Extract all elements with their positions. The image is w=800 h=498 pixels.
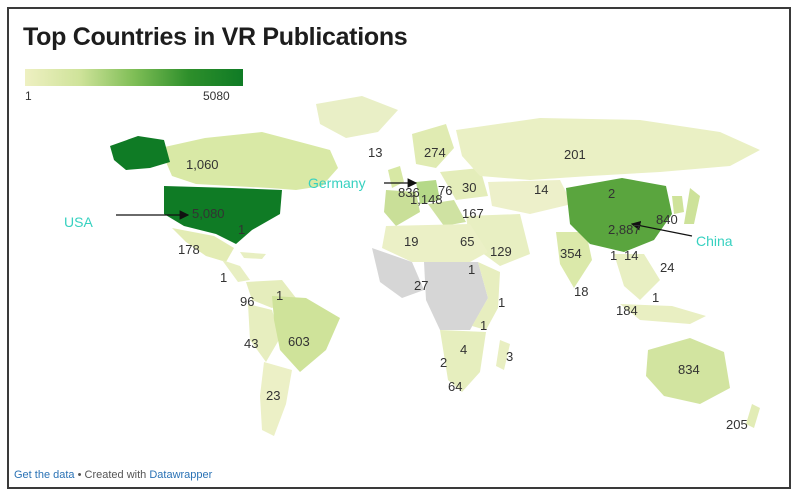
- value-label: 840: [656, 212, 678, 227]
- value-label: 1,060: [186, 157, 219, 172]
- legend-min-label: 1: [25, 89, 32, 103]
- country-japan[interactable]: [684, 188, 700, 224]
- value-label: 76: [438, 183, 452, 198]
- value-label: 1: [498, 295, 505, 310]
- legend-max-label: 5080: [203, 89, 230, 103]
- get-the-data-link[interactable]: Get the data: [14, 469, 75, 481]
- value-label: 1: [610, 248, 617, 263]
- country-west-africa[interactable]: [372, 248, 424, 298]
- value-label: 1: [276, 288, 283, 303]
- value-label: 19: [404, 234, 418, 249]
- map-title: Top Countries in VR Publications: [23, 23, 408, 51]
- country-cuba[interactable]: [240, 252, 266, 259]
- country-kazakhstan-central-asia[interactable]: [488, 180, 572, 214]
- value-label: 201: [564, 147, 586, 162]
- value-label: 129: [490, 244, 512, 259]
- country-brazil[interactable]: [272, 296, 340, 372]
- value-label: 834: [678, 362, 700, 377]
- value-label: 178: [178, 242, 200, 257]
- country-france-iberia[interactable]: [384, 190, 420, 226]
- callout-arrows: [116, 178, 693, 237]
- value-label: 14: [534, 182, 548, 197]
- value-label: 1: [652, 290, 659, 305]
- country-north-africa[interactable]: [382, 224, 488, 262]
- country-korea[interactable]: [672, 196, 684, 214]
- country-southern-africa[interactable]: [440, 330, 486, 392]
- value-label: 1: [238, 222, 245, 237]
- footer: Get the data • Created with Datawrapper: [14, 469, 212, 481]
- value-label: 14: [624, 248, 638, 263]
- country-southeast-asia[interactable]: [614, 254, 660, 300]
- value-label: 64: [448, 379, 462, 394]
- callout-china: China: [696, 233, 733, 249]
- country-scandinavia[interactable]: [412, 124, 454, 168]
- country-middle-east[interactable]: [466, 214, 530, 266]
- value-label: 1,148: [410, 192, 443, 207]
- footer-separator-text: • Created with: [74, 469, 150, 481]
- value-label: 1: [220, 270, 227, 285]
- value-label: 2: [608, 186, 615, 201]
- country-central-america[interactable]: [222, 260, 250, 282]
- china-callout-arrow: [630, 220, 693, 237]
- value-label: 167: [462, 206, 484, 221]
- country-usa[interactable]: [164, 186, 282, 244]
- country-east-africa[interactable]: [472, 262, 500, 330]
- value-label: 5,080: [192, 206, 225, 221]
- value-labels: 13 274 201 1,060 836 76 1,148 30 14 2 5,…: [178, 145, 748, 432]
- datawrapper-link[interactable]: Datawrapper: [149, 469, 213, 481]
- value-label: 65: [460, 234, 474, 249]
- country-italy-balkans[interactable]: [428, 200, 466, 226]
- legend-gradient-bar: [25, 69, 243, 86]
- country-central-africa[interactable]: [424, 262, 488, 330]
- value-label: 1: [468, 262, 475, 277]
- value-label: 27: [414, 278, 428, 293]
- country-shapes: [110, 96, 760, 436]
- callout-labels: USA Germany China: [64, 175, 733, 249]
- country-new-zealand[interactable]: [746, 404, 760, 428]
- callout-germany: Germany: [308, 175, 366, 191]
- value-label: 2,887: [608, 222, 641, 237]
- value-label: 205: [726, 417, 748, 432]
- value-label: 96: [240, 294, 254, 309]
- country-germany[interactable]: [416, 180, 440, 204]
- country-madagascar[interactable]: [496, 340, 510, 370]
- value-label: 184: [616, 303, 638, 318]
- value-label: 24: [660, 260, 674, 275]
- country-argentina-chile[interactable]: [260, 362, 292, 436]
- country-eastern-europe[interactable]: [440, 168, 488, 200]
- country-indonesia[interactable]: [620, 304, 706, 324]
- value-label: 2: [440, 355, 447, 370]
- callout-usa: USA: [64, 214, 93, 230]
- country-china[interactable]: [566, 178, 672, 252]
- value-label: 274: [424, 145, 446, 160]
- value-label: 836: [398, 185, 420, 200]
- country-russia[interactable]: [456, 118, 760, 180]
- value-label: 13: [368, 145, 382, 160]
- value-label: 4: [460, 342, 467, 357]
- value-label: 1: [480, 318, 487, 333]
- value-label: 18: [574, 284, 588, 299]
- country-mexico[interactable]: [172, 228, 234, 262]
- value-label: 30: [462, 180, 476, 195]
- country-india[interactable]: [556, 232, 592, 288]
- country-greenland[interactable]: [316, 96, 398, 138]
- value-label: 43: [244, 336, 258, 351]
- value-label: 354: [560, 246, 582, 261]
- value-label: 23: [266, 388, 280, 403]
- value-label: 3: [506, 349, 513, 364]
- country-australia[interactable]: [646, 338, 730, 404]
- country-alaska-usa[interactable]: [110, 136, 170, 170]
- country-peru-bolivia[interactable]: [248, 304, 280, 362]
- value-label: 603: [288, 334, 310, 349]
- country-canada[interactable]: [160, 132, 338, 190]
